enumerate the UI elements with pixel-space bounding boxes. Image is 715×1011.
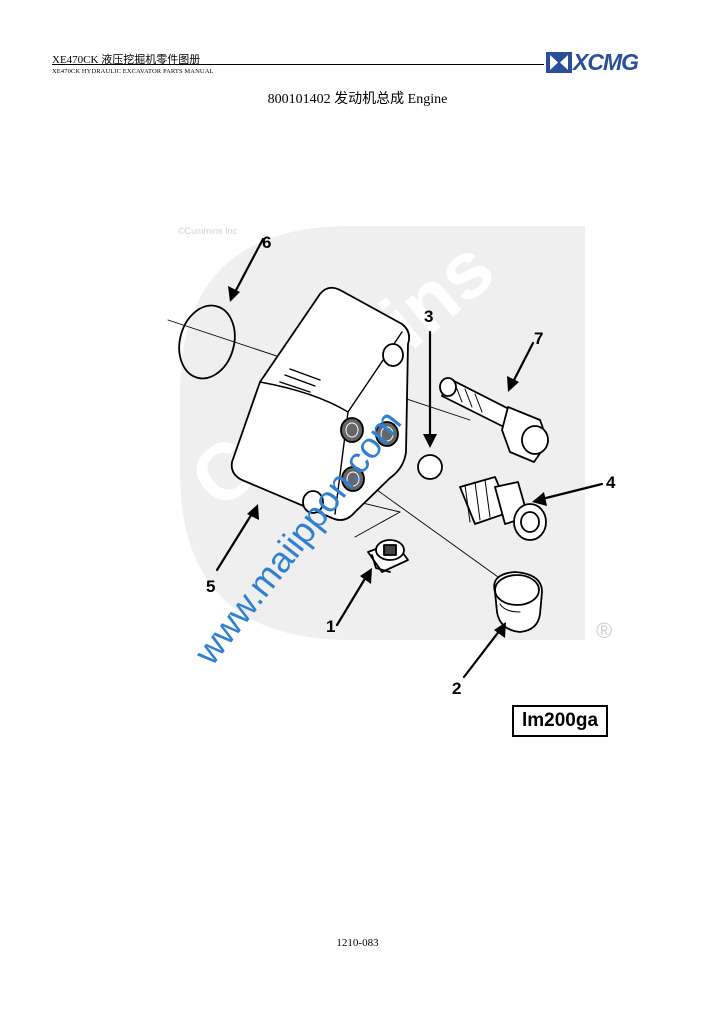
- exploded-view-drawing: Cummins ©Cummins Inc ®: [167, 223, 616, 698]
- o-ring-large: [178, 304, 236, 380]
- housing-block: [230, 286, 411, 521]
- dust-cap: [493, 571, 543, 633]
- page-title: 800101402 发动机总成 Engine: [267, 92, 448, 107]
- callout-4: 4: [606, 473, 616, 492]
- xcmg-logo-text: XCMG: [573, 49, 639, 75]
- hex-bolt: [439, 377, 549, 463]
- callout-5: 5: [206, 577, 215, 596]
- callout-6: 6: [262, 233, 271, 252]
- registered-mark: ®: [596, 618, 612, 643]
- parts-figure: Cummins ©Cummins Inc ®: [150, 212, 630, 752]
- xcmg-logo-icon: [546, 52, 572, 73]
- adapter-fitting: [459, 476, 547, 541]
- pipe-plug: [367, 539, 409, 573]
- xcmg-logo: XCMG: [545, 49, 661, 76]
- figure-code-box: lm200ga: [512, 705, 608, 737]
- callouts: 6 3 7 4 5 1 2: [206, 233, 616, 698]
- callout-3: 3: [424, 307, 433, 326]
- callout-2: 2: [452, 679, 461, 698]
- sealing-washer: [417, 454, 443, 480]
- copyright-text: ©Cummins Inc: [178, 226, 238, 236]
- manual-title: XE470CK 液压挖掘机零件图册: [52, 54, 201, 66]
- manual-subtitle: XE470CK HYDRAULIC EXCAVATOR PARTS MANUAL: [52, 68, 214, 75]
- page-number: 1210-083: [336, 937, 379, 949]
- header-rule: [52, 64, 544, 65]
- callout-1: 1: [326, 617, 335, 636]
- callout-7: 7: [534, 329, 543, 348]
